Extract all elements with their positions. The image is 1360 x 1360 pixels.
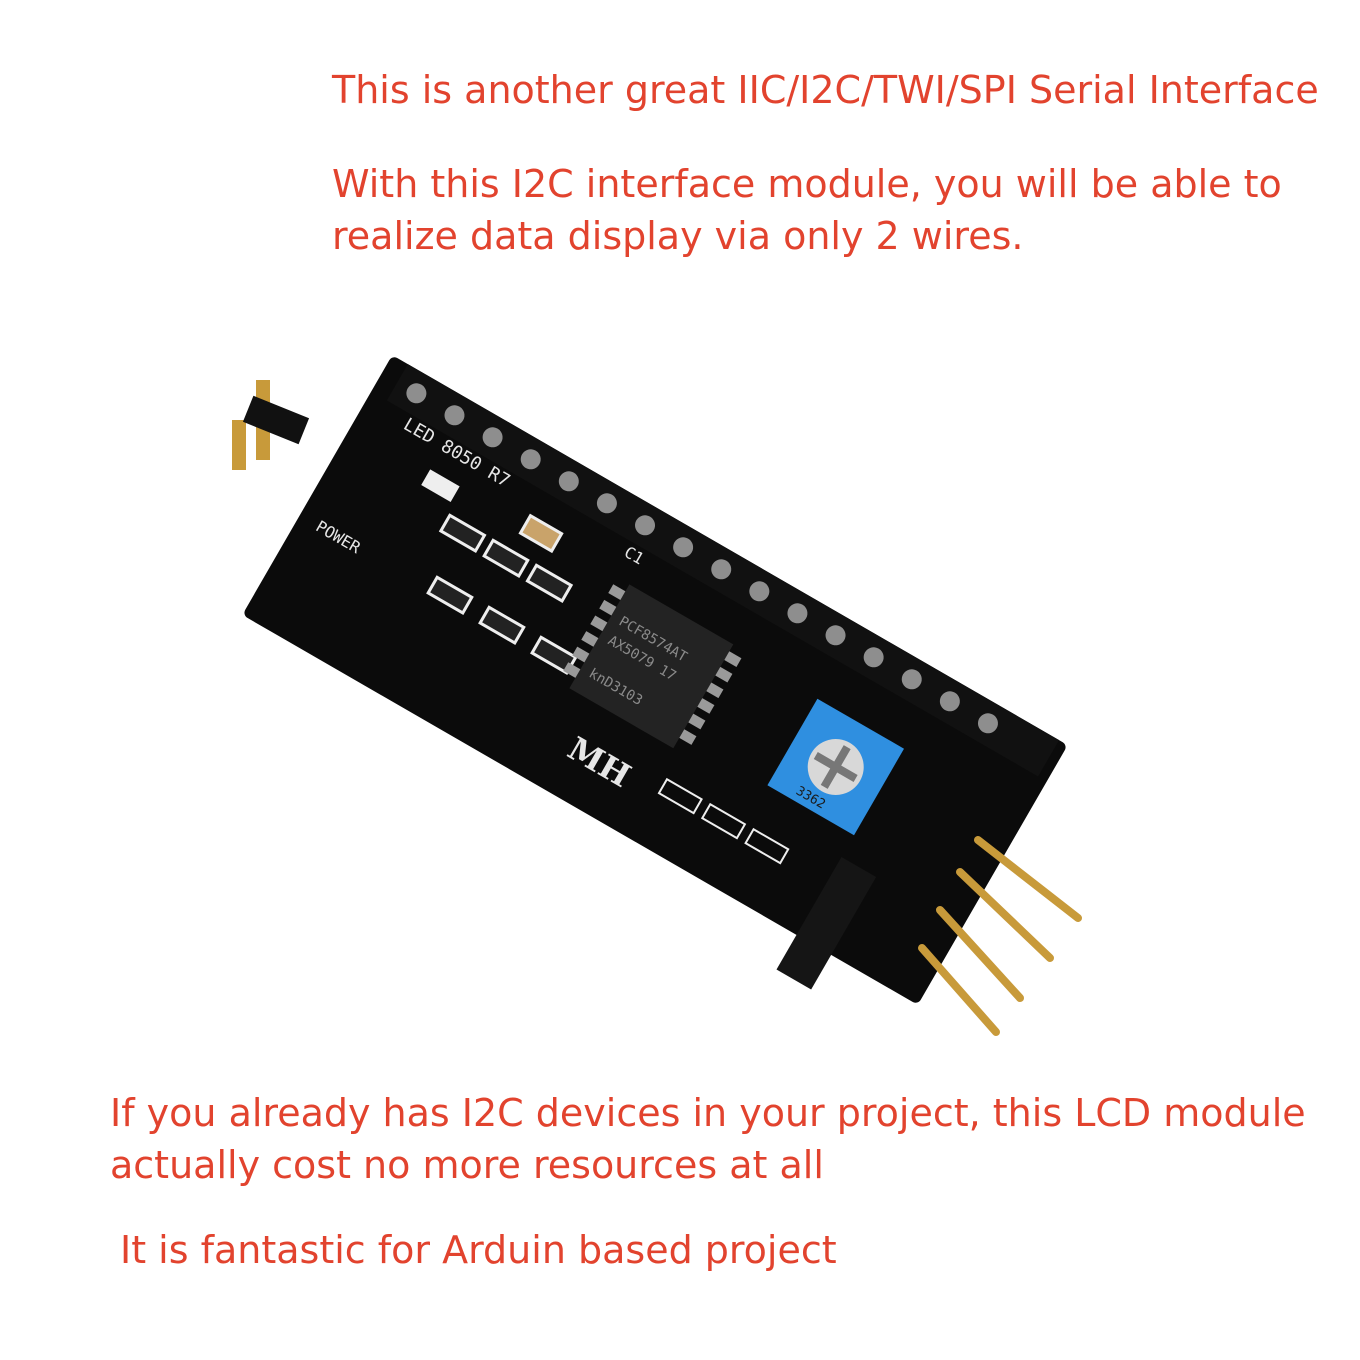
i2c-pin-header: [776, 856, 877, 990]
caption-line-5: actually cost no more resources at all: [110, 1143, 824, 1188]
caption-block-3: If you already has I2C devices in your p…: [110, 1087, 1306, 1192]
caption-line-6: It is fantastic for Arduin based project: [120, 1228, 837, 1272]
caption-line-2: With this I2C interface module, you will…: [332, 162, 1282, 206]
capacitor: [518, 513, 564, 554]
caption-line-4: If you already has I2C devices in your p…: [110, 1091, 1306, 1135]
pcf8574-chip: PCF8574AT AX5079 17 knD3103: [563, 584, 742, 749]
lcd-header-holes: [406, 383, 998, 734]
i2c-pins: [918, 836, 1082, 1036]
smd-resistors: [426, 513, 578, 675]
potentiometer: 3362: [767, 698, 905, 836]
caption-block-2: With this I2C interface module, you will…: [332, 158, 1282, 263]
jumper-pins: [232, 380, 310, 470]
i2c-module-photo: LED 8050 R7 C1 POWER PCF8574AT AX5079 17…: [232, 357, 1082, 1036]
caption-line-3: realize data display via only 2 wires.: [332, 214, 1024, 259]
address-pads: [657, 777, 790, 865]
caption-line-1: This is another great IIC/I2C/TWI/SPI Se…: [332, 68, 1319, 112]
power-led: [421, 469, 460, 502]
